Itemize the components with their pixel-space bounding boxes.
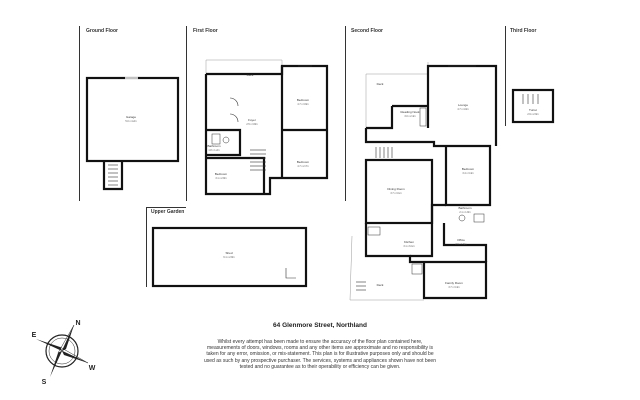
- ground-floor-divider: [79, 26, 80, 201]
- second-deck-label: Deck: [377, 82, 384, 86]
- third-floor-divider: [505, 26, 506, 126]
- disclaimer-line: taken for any error, omission, or mis-st…: [206, 351, 434, 358]
- second-bathroom-label: Bathroom: [458, 206, 472, 210]
- first-bedroom-1-label: Bedroom: [297, 98, 310, 102]
- first-bedroom-1-dim: 4.7 x 3.9m: [297, 103, 308, 106]
- first-deck-label: Deck: [247, 73, 254, 77]
- garage-room: Garage 5.0 x 4.2m: [85, 76, 180, 191]
- first-bathroom-dim: 1.8 x 1.2m: [208, 149, 219, 152]
- office-dim: 2.6 x 1.6m: [455, 243, 466, 246]
- first-bedroom-3-dim: 3.1 x 2.8m: [215, 177, 226, 180]
- first-bedroom-3-label: Bedroom: [215, 172, 228, 176]
- second-bathroom-dim: 2.1 x 1.8m: [459, 211, 470, 214]
- lounge-label: Lounge: [458, 103, 468, 107]
- disclaimer-line: tested and no guarantee as to their oper…: [239, 363, 401, 370]
- first-bedroom-2-label: Bedroom: [297, 160, 310, 164]
- compass-s: S: [42, 379, 47, 386]
- shed-dim: 6.1 x 2.8m: [223, 256, 234, 259]
- upper-garden-rule: [146, 207, 186, 208]
- kitchen-label: Kitchen: [404, 240, 414, 244]
- turret-label: Turret: [529, 108, 537, 112]
- first-floor-title: First Floor: [193, 28, 218, 34]
- first-bedroom-2-dim: 4.7 x 2.7m: [297, 165, 308, 168]
- compass-w: W: [89, 365, 96, 372]
- disclaimer-text: Whilst every attempt has been made to en…: [200, 339, 440, 370]
- family-room-label: Family Room: [445, 281, 463, 285]
- disclaimer-line: Whilst every attempt has been made to en…: [217, 339, 423, 345]
- first-floor-divider: [186, 26, 187, 201]
- second-bedroom-label: Bedroom: [462, 167, 475, 171]
- second-floor-divider: [345, 26, 346, 201]
- first-floor-plan: Deck Bedroom 4.7 x 3.9m Foyer 2.5 x 3.8m…: [204, 59, 329, 196]
- turret-dim: 2.9 x 2.9m: [527, 113, 538, 116]
- disclaimer-line: measurements of doors, windows, rooms an…: [207, 345, 433, 352]
- ground-floor-title: Ground Floor: [86, 28, 118, 34]
- disclaimer-line: used as such by any prospective purchase…: [204, 357, 436, 364]
- first-bathroom-label: Bathroom: [207, 144, 221, 148]
- upper-garden-divider: [146, 207, 147, 287]
- garage-dim: 5.0 x 4.2m: [125, 120, 136, 123]
- property-address: 64 Glenmore Street, Northland: [273, 322, 367, 329]
- reading-nook-label: Reading Nook: [400, 110, 420, 114]
- lounge-dim: 4.7 x 4.0m: [457, 108, 468, 111]
- lower-deck-label: Deck: [377, 283, 384, 287]
- foyer-label: Foyer: [248, 118, 256, 122]
- kitchen-dim: 3.1 x 6.1m: [403, 245, 414, 248]
- compass-e: E: [32, 332, 37, 339]
- third-floor-title: Third Floor: [510, 28, 537, 34]
- compass-rose-icon: N S E W: [32, 320, 96, 386]
- family-room-dim: 3.7 x 3.4m: [448, 286, 459, 289]
- dining-room-label: Dining Room: [387, 187, 405, 191]
- second-floor-plan: Deck Reading Nook 3.0 x 2.4m Lounge 4.7 …: [349, 62, 498, 301]
- compass-n: N: [75, 320, 80, 327]
- upper-garden-title: Upper Garden: [151, 209, 185, 215]
- third-floor-plan: Turret 2.9 x 2.9m: [511, 88, 555, 124]
- second-floor-title: Second Floor: [351, 28, 383, 34]
- shed-label: Shed: [225, 251, 232, 255]
- reading-nook-dim: 3.0 x 2.4m: [404, 115, 415, 118]
- second-bedroom-dim: 3.4 x 3.4m: [462, 172, 473, 175]
- garage-label: Garage: [126, 115, 136, 119]
- foyer-dim: 2.5 x 3.8m: [246, 123, 257, 126]
- dining-room-dim: 3.7 x 3.1m: [390, 192, 401, 195]
- office-label: Office: [457, 238, 465, 242]
- upper-garden-plan: Shed 6.1 x 2.8m: [151, 226, 308, 288]
